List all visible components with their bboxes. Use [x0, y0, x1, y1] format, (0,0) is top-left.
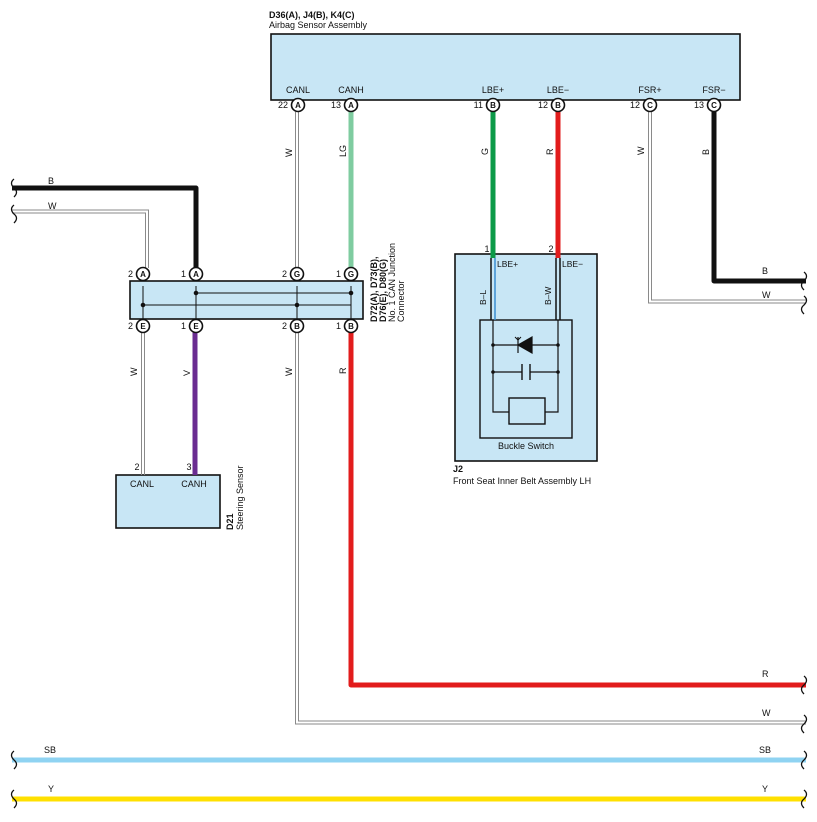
- terminal-label-canl: CANL: [286, 85, 310, 95]
- label-r-12b: R: [545, 148, 555, 155]
- steering-pin-2: 2: [134, 462, 139, 472]
- junction-name-line1: No. 1 CAN Junction: [387, 243, 397, 322]
- junction-id-line1: D72(A), D73(B),: [369, 256, 379, 322]
- steering-canl-label: CANL: [130, 479, 154, 489]
- label-b-13c: B: [701, 149, 711, 155]
- pin-conn-11b: B: [490, 101, 496, 110]
- junction-name-line2: Connector: [396, 280, 406, 322]
- buckle-label-lbe-plus: LBE+: [497, 259, 518, 269]
- steering-name: Steering Sensor: [235, 465, 245, 530]
- buckle-wire-bl-label: B–L: [478, 290, 488, 305]
- buckle-label-lbe-minus: LBE−: [562, 259, 583, 269]
- pin-num-13c: 13: [694, 100, 704, 110]
- buckle-pin-2: 2: [548, 244, 553, 254]
- buckle-pin-1: 1: [484, 244, 489, 254]
- wire-w-2b-bottom: [295, 332, 806, 725]
- label-b-right: B: [762, 266, 768, 276]
- label-w-right: W: [762, 290, 771, 300]
- pin-conn-13a: A: [348, 101, 354, 110]
- wire-b-left-top: [12, 185, 199, 268]
- pin-conn-1g: G: [348, 270, 354, 279]
- wire-b-13c: [711, 112, 806, 284]
- pin-num-1a: 1: [181, 269, 186, 279]
- terminal-label-lbe-minus: LBE−: [547, 85, 569, 95]
- pin-conn-13c: C: [711, 101, 717, 110]
- label-g-11b: G: [480, 148, 490, 155]
- buckle-id: J2: [453, 464, 463, 474]
- junction-top-pins: A 2 A 1 G 2 G 1: [128, 266, 359, 282]
- pin-num-2a: 2: [128, 269, 133, 279]
- junction-id-line2: D76(E), D80(G): [378, 259, 388, 322]
- buckle-internal-wires: [490, 258, 561, 425]
- label-w-left: W: [48, 201, 57, 211]
- front-seat-inner-belt-assembly: Buckle Switch J2 Front Seat Inner Belt A…: [453, 244, 598, 486]
- label-y-left: Y: [48, 784, 54, 794]
- pin-conn-1e: E: [193, 322, 199, 331]
- pin-num-2b: 2: [282, 321, 287, 331]
- steering-pin-3: 3: [186, 462, 191, 472]
- terminal-label-fsr-plus: FSR+: [638, 85, 661, 95]
- terminal-label-fsr-minus: FSR−: [702, 85, 725, 95]
- terminal-label-canh: CANH: [338, 85, 364, 95]
- pin-conn-12c: C: [647, 101, 653, 110]
- pin-num-12c: 12: [630, 100, 640, 110]
- buckle-wire-bw-label: B–W: [543, 287, 553, 305]
- terminal-label-lbe-plus: LBE+: [482, 85, 504, 95]
- buckle-name: Front Seat Inner Belt Assembly LH: [453, 476, 591, 486]
- buckle-switch-label: Buckle Switch: [498, 441, 554, 451]
- junction-bus: [140, 286, 354, 326]
- pin-num-1b: 1: [336, 321, 341, 331]
- pin-conn-1b: B: [348, 322, 354, 331]
- label-sb-right: SB: [759, 745, 771, 755]
- pin-num-1g: 1: [336, 269, 341, 279]
- airbag-sensor-name: Airbag Sensor Assembly: [269, 20, 368, 30]
- wires-colored: [12, 112, 806, 802]
- label-v-1e: V: [182, 370, 192, 376]
- pin-num-2e: 2: [128, 321, 133, 331]
- break-marks: [10, 178, 808, 809]
- wire-w-12c: [648, 112, 806, 304]
- wire-w-left-top: [12, 212, 146, 268]
- label-w-12c: W: [636, 146, 646, 155]
- pin-conn-2e: E: [140, 322, 146, 331]
- pin-conn-22a: A: [295, 101, 301, 110]
- label-sb-left: SB: [44, 745, 56, 755]
- pin-num-1e: 1: [181, 321, 186, 331]
- pin-num-12b: 12: [538, 100, 548, 110]
- wire-color-labels: B W W LG G R W B B W W V W R R W SB SB Y…: [44, 145, 771, 794]
- steering-canh-label: CANH: [181, 479, 207, 489]
- label-r-1b: R: [338, 367, 348, 374]
- pin-num-13a: 13: [331, 100, 341, 110]
- label-y-right: Y: [762, 784, 768, 794]
- steering-id: D21: [225, 513, 235, 530]
- can-junction-connector: D72(A), D73(B), D76(E), D80(G) No. 1 CAN…: [129, 243, 406, 322]
- airbag-sensor-pins: A 22 A 13 B 11 B 12 C 12 C 13: [278, 97, 722, 113]
- wire-r-1b-bottom: [348, 332, 806, 688]
- label-r-bottom: R: [762, 669, 769, 679]
- pin-conn-1a: A: [193, 270, 199, 279]
- label-w-22a: W: [284, 148, 294, 157]
- pin-conn-2a: A: [140, 270, 146, 279]
- pin-num-11b: 11: [474, 100, 483, 110]
- label-w-2e: W: [129, 367, 139, 376]
- label-b-left: B: [48, 176, 54, 186]
- pin-num-2g: 2: [282, 269, 287, 279]
- label-w-2b: W: [284, 367, 294, 376]
- pin-conn-2g: G: [294, 270, 300, 279]
- steering-sensor: CANL CANH 2 3 D21 Steering Sensor: [115, 462, 245, 530]
- pin-num-22a: 22: [278, 100, 288, 110]
- label-w-bottom: W: [762, 708, 771, 718]
- junction-bottom-pins: E 2 E 1 B 2 B 1: [128, 318, 359, 334]
- airbag-sensor-id: D36(A), J4(B), K4(C): [269, 10, 355, 20]
- airbag-sensor-assembly: D36(A), J4(B), K4(C) Airbag Sensor Assem…: [269, 10, 741, 101]
- wires-white: [12, 112, 806, 725]
- label-lg-13a: LG: [338, 145, 348, 157]
- pin-conn-2b: B: [294, 322, 300, 331]
- pin-conn-12b: B: [555, 101, 561, 110]
